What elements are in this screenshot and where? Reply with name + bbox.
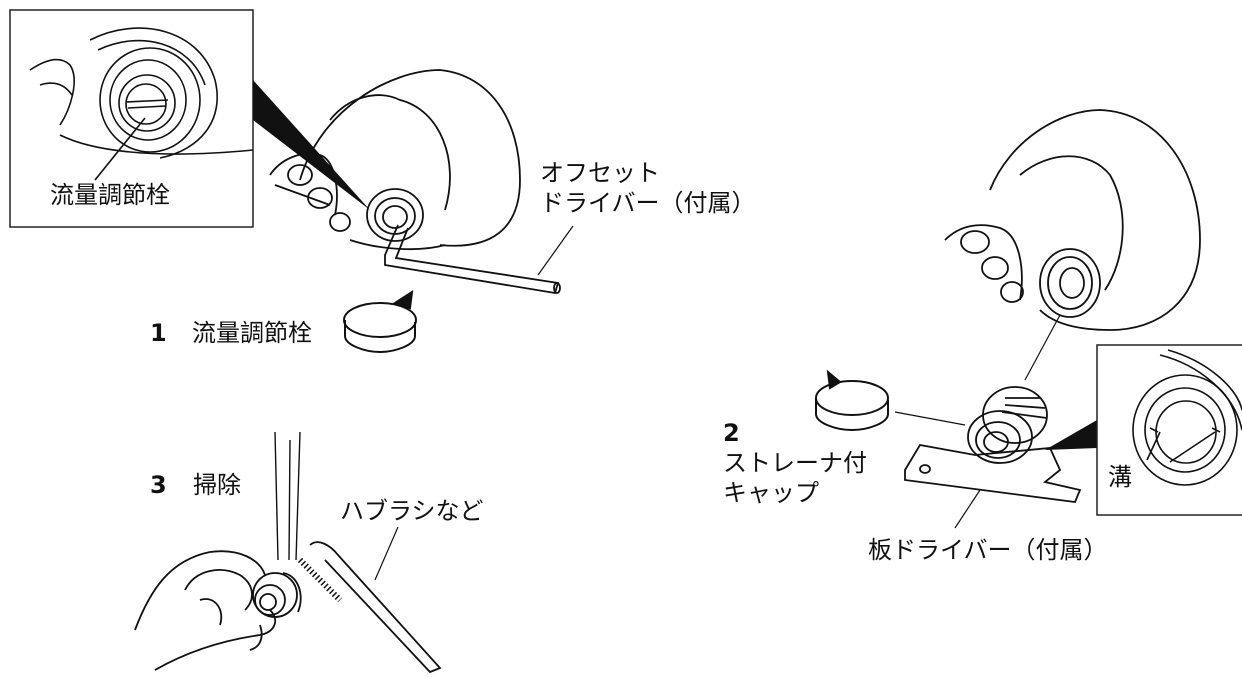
- offset-driver-tool: [384, 224, 561, 295]
- step1-label: 流量調節栓: [192, 319, 312, 347]
- inset-left-label: 流量調節栓: [50, 181, 170, 209]
- plate-driver-label: 板ドライバー（付属）: [868, 536, 1108, 564]
- faucet-head-right: [944, 109, 1201, 331]
- plate-driver-leader: [954, 489, 981, 529]
- rotation-arrow-step1: [343, 289, 417, 354]
- water-stream: [274, 431, 301, 561]
- step2-label-line1: ストレーナ付: [723, 449, 867, 477]
- offset-driver-label-line2: ドライバー（付属）: [540, 189, 756, 217]
- brush-leader: [374, 526, 399, 581]
- zoom-wedge-right: [1045, 420, 1097, 450]
- step1-number: 1: [150, 319, 167, 347]
- plate-driver-tool: [904, 444, 1082, 503]
- cap-leader-right: [1024, 314, 1061, 381]
- offset-driver-leader: [537, 225, 574, 276]
- step2-label-line2: キャップ: [723, 479, 819, 507]
- cap-leader-horizontal: [894, 411, 966, 426]
- inset-right-label: 溝: [1108, 463, 1132, 491]
- inset-right-cap-drawing: [1132, 349, 1242, 486]
- rotation-arrow-step2: [815, 369, 889, 432]
- faucet-head-left: [269, 69, 521, 251]
- inset-left-valve-drawing: [29, 27, 254, 181]
- inset-right-frame: [1096, 344, 1242, 516]
- toothbrush: [297, 541, 442, 674]
- strainer-cap: [967, 386, 1048, 464]
- step3-number: 3: [150, 471, 167, 499]
- zoom-wedge-left: [253, 80, 370, 210]
- step3-label: 掃除: [193, 471, 241, 499]
- hand-with-cap: [134, 550, 302, 671]
- brush-label: ハブラシなど: [340, 497, 484, 525]
- offset-driver-label-line1: オフセット: [540, 159, 660, 187]
- step2-number: 2: [723, 419, 740, 447]
